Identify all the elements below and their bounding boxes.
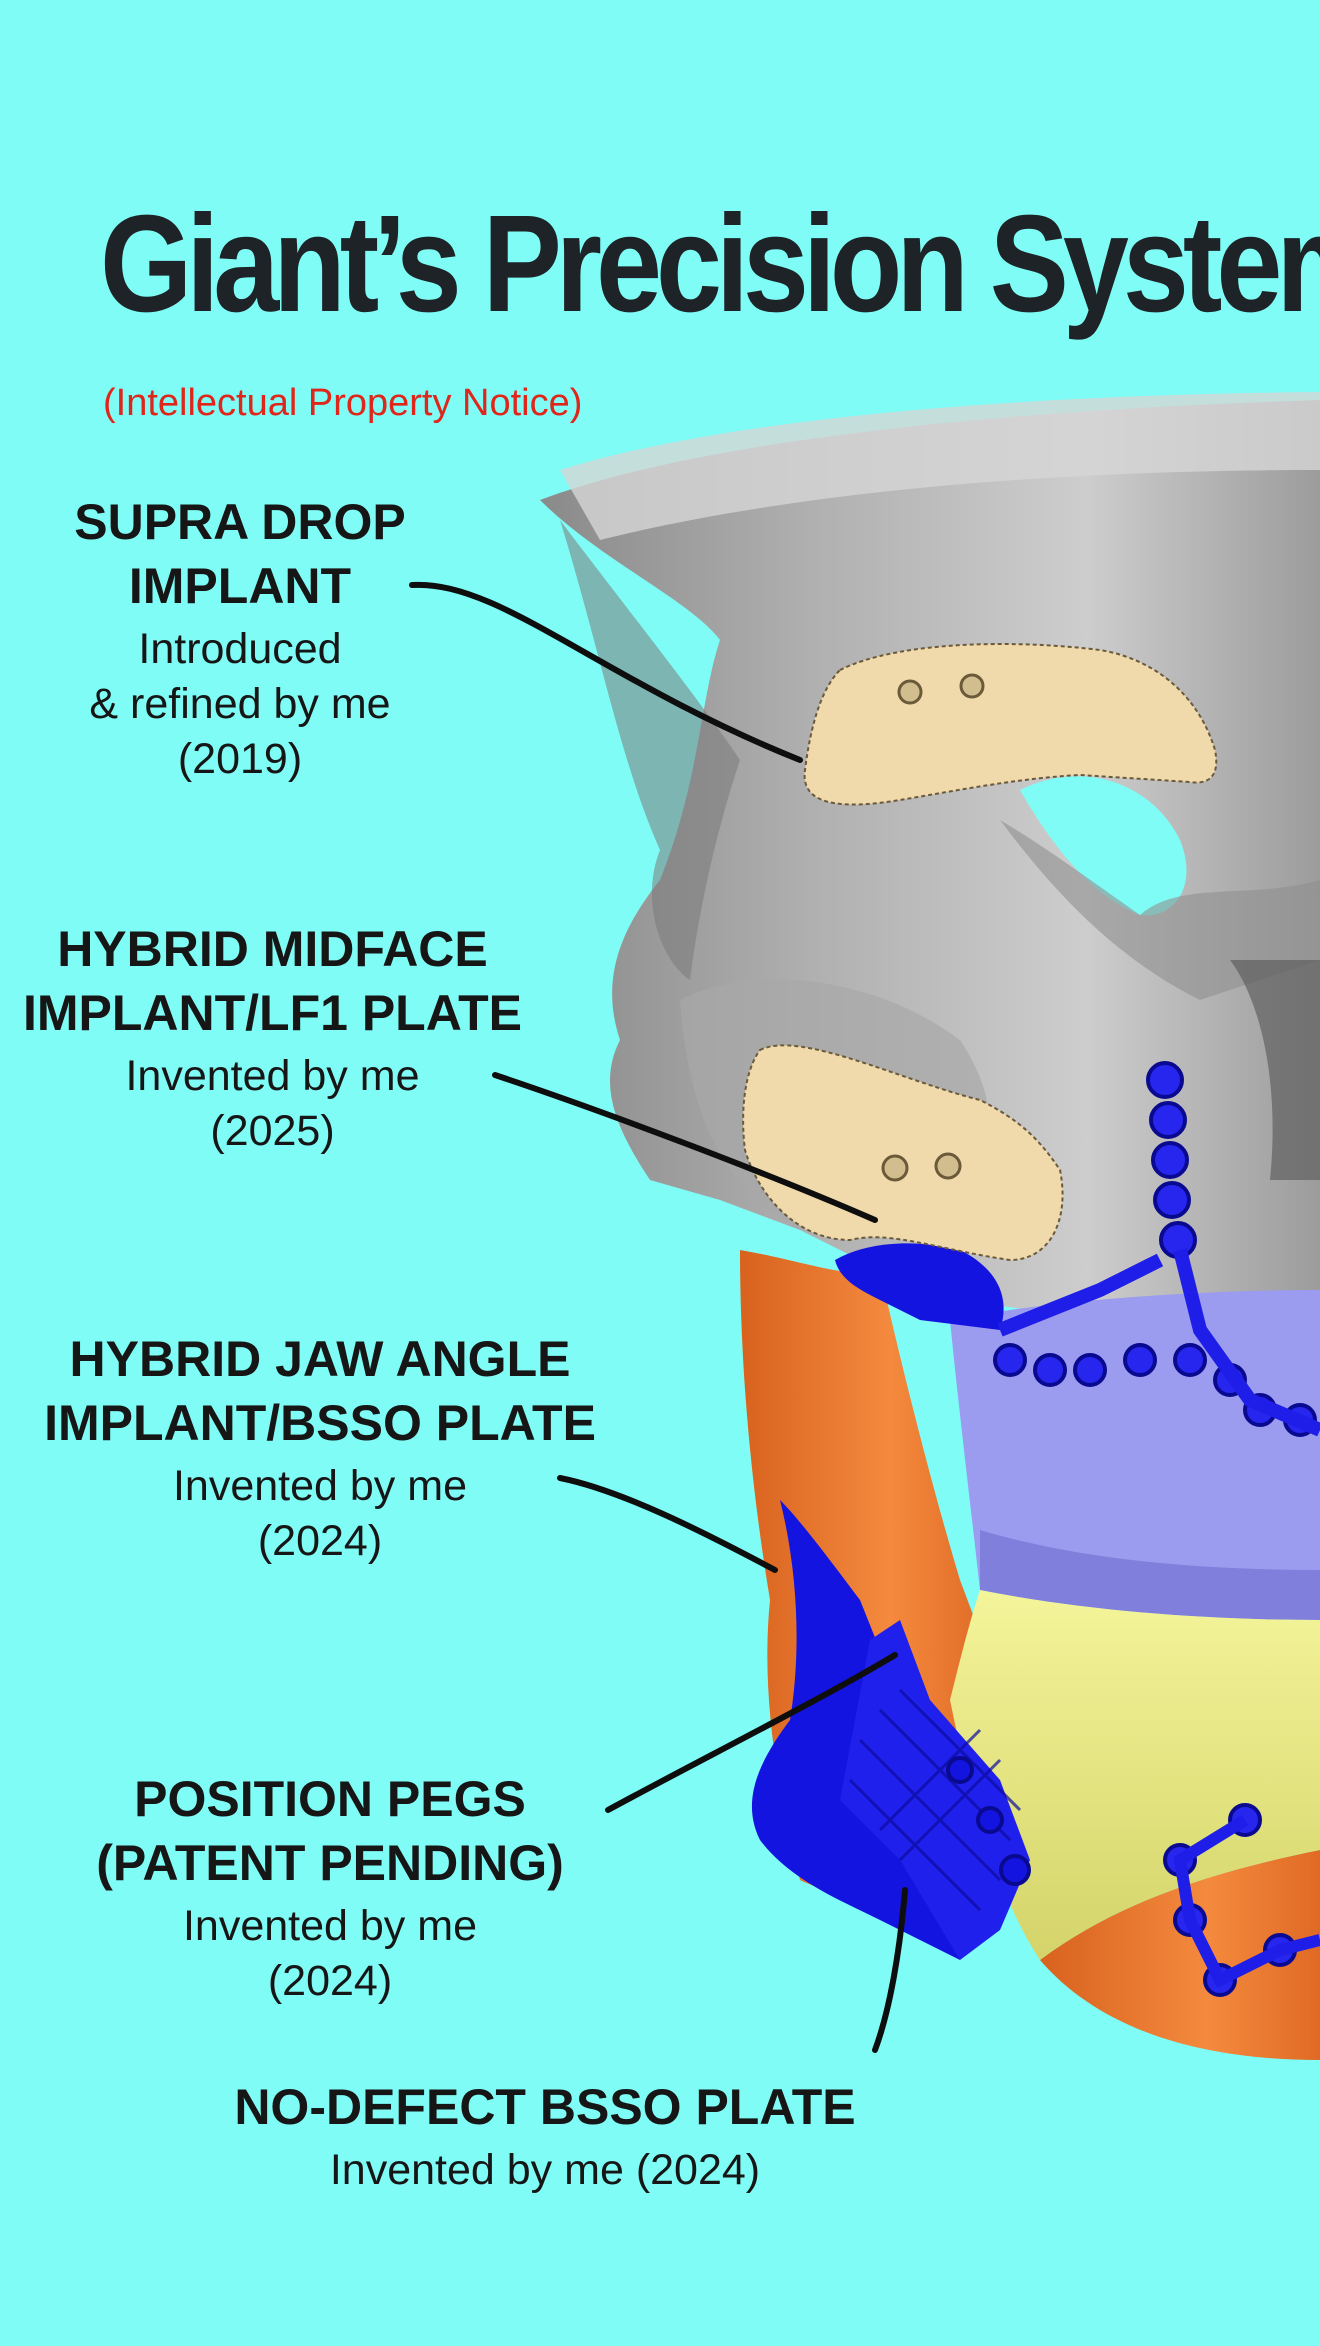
leader-bsso (872, 1887, 908, 2053)
callout-sub: Invented by me (2024) (172, 1462, 467, 1565)
plate-screw-holes (946, 1756, 1031, 1886)
callout-supra-drop: SUPRA DROP IMPLANT Introduced & refined … (40, 490, 440, 787)
supra-screw-holes (897, 673, 985, 705)
midface-screw-holes (881, 1152, 962, 1182)
callout-sub: Invented by me (2024) (329, 2146, 761, 2194)
leader-pegs (605, 1652, 898, 1813)
leader-jaw-angle (557, 1475, 778, 1573)
callout-hybrid-midface: HYBRID MIDFACE IMPLANT/LF1 PLATE Invente… (10, 917, 535, 1159)
callout-heading: HYBRID JAW ANGLE IMPLANT/BSSO PLATE (44, 1331, 596, 1451)
callout-heading: SUPRA DROP IMPLANT (74, 494, 406, 614)
lf1-plate-chain (993, 1061, 1317, 1437)
lower-teeth (950, 1590, 1320, 1960)
ip-notice: (Intellectual Property Notice) (103, 382, 583, 424)
page-title: Giant’s Precision System (100, 187, 1320, 341)
leader-supra (409, 581, 803, 763)
bsso-lattice-plate (840, 1620, 1030, 1960)
callout-heading: NO-DEFECT BSSO PLATE (234, 2079, 856, 2135)
midface-blue-implant (835, 1243, 1004, 1330)
callout-sub: Invented by me (2025) (125, 1052, 420, 1155)
eye-socket (1020, 776, 1187, 916)
leader-lines (409, 581, 908, 2053)
callout-heading: POSITION PEGS (PATENT PENDING) (96, 1771, 564, 1891)
hybrid-midface-implant (742, 1044, 1064, 1262)
callout-position-pegs: POSITION PEGS (PATENT PENDING) Invented … (60, 1767, 600, 2009)
callout-sub: Introduced & refined by me (2019) (89, 625, 391, 783)
callout-heading: HYBRID MIDFACE IMPLANT/LF1 PLATE (22, 921, 523, 1041)
leader-midface (492, 1072, 878, 1223)
callout-sub: Invented by me (2024) (182, 1902, 477, 2005)
callout-hybrid-jaw-angle: HYBRID JAW ANGLE IMPLANT/BSSO PLATE Inve… (10, 1327, 630, 1569)
callout-no-defect-bsso: NO-DEFECT BSSO PLATE Invented by me (202… (180, 2075, 910, 2198)
